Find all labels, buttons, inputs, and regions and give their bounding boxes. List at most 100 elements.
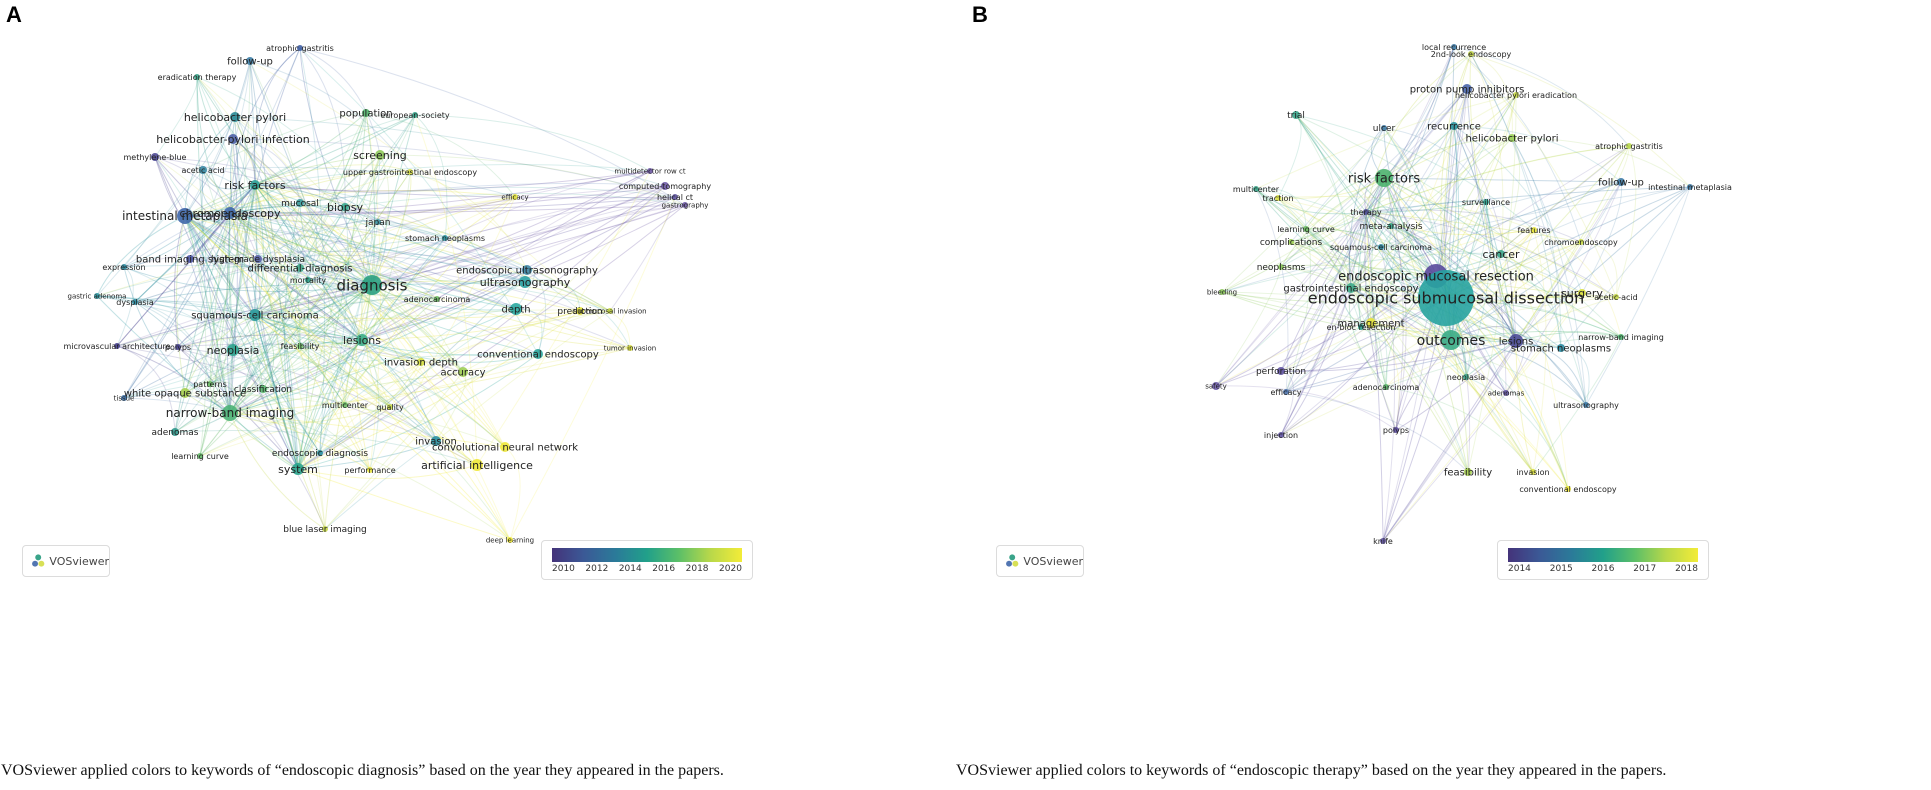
keyword-node[interactable] (1463, 374, 1469, 380)
keyword-node[interactable] (1283, 389, 1289, 395)
keyword-node[interactable] (254, 255, 262, 263)
keyword-node[interactable] (194, 74, 200, 80)
keyword-node[interactable] (1464, 468, 1472, 476)
keyword-node[interactable] (180, 388, 190, 398)
keyword-node[interactable] (627, 345, 633, 351)
keyword-node[interactable] (1380, 538, 1386, 544)
keyword-node[interactable] (1363, 209, 1369, 215)
keyword-node[interactable] (412, 112, 418, 118)
keyword-node[interactable] (121, 395, 127, 401)
keyword-node[interactable] (317, 450, 323, 456)
keyword-node[interactable] (342, 402, 348, 408)
keyword-node[interactable] (500, 442, 510, 452)
keyword-node[interactable] (1358, 324, 1364, 330)
keyword-node[interactable] (672, 194, 678, 200)
keyword-node[interactable] (1531, 227, 1537, 233)
keyword-node[interactable] (431, 436, 441, 446)
keyword-node[interactable] (186, 255, 194, 263)
keyword-node[interactable] (1212, 382, 1220, 390)
keyword-node[interactable] (1381, 125, 1387, 131)
keyword-node[interactable] (121, 264, 127, 270)
keyword-node[interactable] (1687, 184, 1693, 190)
keyword-node[interactable] (222, 405, 238, 421)
keyword-node[interactable] (171, 428, 179, 436)
keyword-node[interactable] (442, 235, 448, 241)
keyword-node[interactable] (151, 153, 159, 161)
keyword-node[interactable] (177, 208, 193, 224)
keyword-node[interactable] (1617, 178, 1625, 186)
keyword-node[interactable] (227, 344, 239, 356)
keyword-node[interactable] (1578, 239, 1584, 245)
keyword-node[interactable] (1303, 226, 1309, 232)
keyword-node[interactable] (1578, 289, 1586, 297)
keyword-node[interactable] (296, 264, 304, 272)
keyword-node[interactable] (1557, 344, 1565, 352)
keyword-node[interactable] (297, 343, 303, 349)
keyword-node[interactable] (387, 404, 393, 410)
keyword-node[interactable] (522, 265, 532, 275)
keyword-node[interactable] (1292, 111, 1300, 119)
keyword-node[interactable] (1277, 367, 1285, 375)
keyword-node[interactable] (1253, 186, 1259, 192)
keyword-node[interactable] (434, 296, 440, 302)
keyword-node[interactable] (661, 182, 669, 190)
keyword-node[interactable] (175, 344, 181, 350)
keyword-node[interactable] (305, 277, 311, 283)
keyword-node[interactable] (1366, 318, 1376, 328)
keyword-node[interactable] (1393, 427, 1399, 433)
keyword-node[interactable] (1275, 195, 1281, 201)
keyword-node[interactable] (1583, 402, 1589, 408)
keyword-node[interactable] (1451, 44, 1457, 50)
keyword-node[interactable] (1418, 270, 1474, 326)
keyword-node[interactable] (1388, 223, 1394, 229)
keyword-node[interactable] (507, 537, 513, 543)
keyword-node[interactable] (375, 150, 385, 160)
keyword-node[interactable] (322, 526, 328, 532)
keyword-node[interactable] (1450, 122, 1458, 130)
keyword-node[interactable] (341, 203, 349, 211)
keyword-node[interactable] (1383, 384, 1389, 390)
keyword-node[interactable] (362, 109, 370, 117)
keyword-node[interactable] (576, 307, 584, 315)
keyword-node[interactable] (228, 134, 238, 144)
keyword-node[interactable] (682, 202, 688, 208)
keyword-node[interactable] (259, 385, 267, 393)
keyword-node[interactable] (512, 194, 518, 200)
keyword-node[interactable] (533, 349, 543, 359)
keyword-node[interactable] (367, 467, 373, 473)
keyword-node[interactable] (607, 308, 613, 314)
keyword-node[interactable] (292, 463, 304, 475)
keyword-node[interactable] (114, 343, 120, 349)
keyword-node[interactable] (1468, 51, 1474, 57)
keyword-node[interactable] (250, 180, 260, 190)
keyword-node[interactable] (1346, 283, 1356, 293)
keyword-node[interactable] (1530, 469, 1536, 475)
keyword-node[interactable] (1378, 244, 1384, 250)
keyword-node[interactable] (510, 303, 522, 315)
keyword-node[interactable] (197, 453, 203, 459)
keyword-node[interactable] (1441, 330, 1461, 350)
keyword-node[interactable] (199, 166, 207, 174)
keyword-node[interactable] (356, 334, 368, 346)
keyword-node[interactable] (1503, 390, 1509, 396)
keyword-node[interactable] (230, 112, 240, 122)
keyword-node[interactable] (249, 309, 261, 321)
keyword-node[interactable] (207, 381, 213, 387)
keyword-node[interactable] (1483, 199, 1489, 205)
keyword-node[interactable] (471, 459, 483, 471)
keyword-node[interactable] (246, 57, 254, 65)
keyword-node[interactable] (1618, 334, 1624, 340)
keyword-node[interactable] (1375, 169, 1393, 187)
keyword-node[interactable] (94, 293, 100, 299)
keyword-node[interactable] (519, 276, 531, 288)
keyword-node[interactable] (1219, 289, 1225, 295)
keyword-node[interactable] (297, 45, 303, 51)
keyword-node[interactable] (417, 358, 425, 366)
keyword-node[interactable] (1508, 134, 1516, 142)
keyword-node[interactable] (375, 219, 381, 225)
keyword-node[interactable] (362, 275, 382, 295)
keyword-node[interactable] (458, 367, 468, 377)
keyword-node[interactable] (1497, 250, 1505, 258)
keyword-node[interactable] (1462, 84, 1472, 94)
keyword-node[interactable] (1613, 294, 1619, 300)
